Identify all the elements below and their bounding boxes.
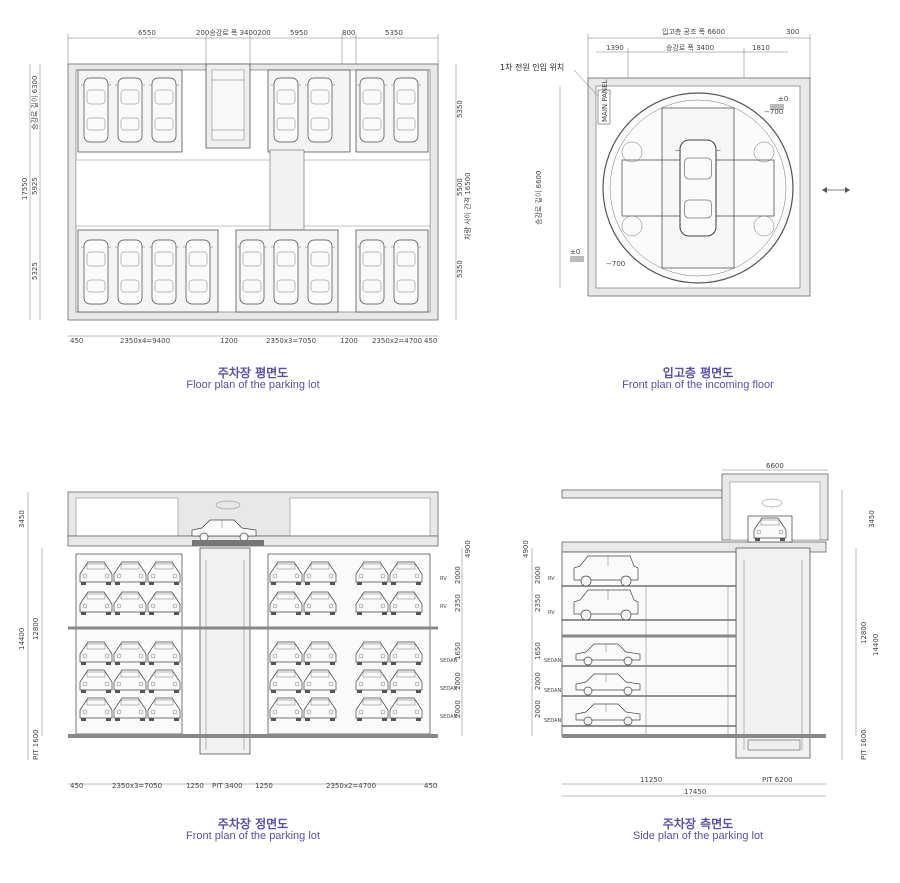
dim-text: 450 <box>70 337 83 345</box>
dim-text: 2350x2=4700 <box>372 337 422 345</box>
dim-text: 1390 <box>606 44 624 52</box>
dim-text: 4900 <box>522 540 530 558</box>
dim-text: 2000 <box>534 700 542 718</box>
dim-text: 1810 <box>752 44 770 52</box>
lower-cars <box>80 239 422 305</box>
vehicle-tag: RV <box>440 604 447 610</box>
dim-text: 450 <box>70 782 83 790</box>
dim-text: 차량 사이 간격 16500 <box>463 172 472 240</box>
front-plan-labels: 450 2350x3=7050 1250 PIT 3400 1250 2350x… <box>18 510 472 790</box>
lift-shaft <box>735 547 811 759</box>
dim-text: 6550 <box>138 29 156 37</box>
vehicle-tag: SEDAN <box>544 658 562 664</box>
dim-text: 3450 <box>18 510 26 528</box>
dim-text: 17550 <box>21 178 29 200</box>
side-plan-caption-ko: 주차장 측면도 <box>662 817 734 831</box>
floor-plan-side-dims: 승강로 길이 6300 17550 5925 5325 5350 5500 차량… <box>21 76 472 280</box>
dim-text: PIT 1600 <box>860 729 868 760</box>
dim-text: 3450 <box>868 510 876 528</box>
dim-text: 1650 <box>534 642 542 660</box>
dim-text: 14400 <box>18 628 26 650</box>
dim-text: 2000 <box>454 700 462 718</box>
dim-text: 5925 <box>31 177 39 195</box>
dim-text: 1250 <box>255 782 273 790</box>
floor-plan-bottom-dims: 450 2350x4=9400 1200 2350x3=7050 1200 23… <box>70 337 437 345</box>
level-text: ±0 <box>570 248 580 256</box>
dim-text: 450 <box>424 337 437 345</box>
dim-text: 2350x3=7050 <box>266 337 316 345</box>
vehicle-tag: SEDAN <box>544 718 562 724</box>
dim-text: 12800 <box>32 618 40 640</box>
front-plan-drawing <box>27 491 463 785</box>
dim-text: 2000 <box>534 566 542 584</box>
dim-text: 2350 <box>454 594 462 612</box>
dim-text: 5350 <box>385 29 403 37</box>
dim-text: 200승강로 폭 3400200 <box>196 28 271 37</box>
dim-text: 5950 <box>290 29 308 37</box>
main-panel-label: MAIN PANEL <box>601 79 609 122</box>
dim-text: 5350 <box>456 100 464 118</box>
vehicle-tag: RV <box>548 610 555 616</box>
dim-text: 1650 <box>454 642 462 660</box>
front-plan-caption-en: Front plan of the parking lot <box>186 830 320 842</box>
vehicle-tag: SEDAN <box>440 714 458 720</box>
level-text: −700 <box>764 108 783 116</box>
dim-text: 450 <box>424 782 437 790</box>
dim-text: 승강로 길이 6600 <box>534 171 543 225</box>
vehicle-tag: SEDAN <box>544 688 562 694</box>
lift-shaft <box>199 547 251 755</box>
front-plan-caption-ko: 주차장 정면도 <box>217 817 289 831</box>
floor-plan-caption-en: Floor plan of the parking lot <box>186 379 320 391</box>
dim-text: 1200 <box>220 337 238 345</box>
dim-text: PIT 3400 <box>212 782 243 790</box>
dim-text: 승강로 폭 3400 <box>666 43 714 52</box>
floor-plan-caption-ko: 주차장 평면도 <box>217 366 289 380</box>
floor-plan-drawing <box>29 34 457 337</box>
dim-text: 4900 <box>464 540 472 558</box>
dim-text: 5325 <box>31 262 39 280</box>
dim-text: 2350x2=4700 <box>326 782 376 790</box>
incoming-floor-drawing: MAIN PANEL <box>559 34 850 297</box>
dim-text: 300 <box>786 28 799 36</box>
incoming-floor-caption-ko: 입고층 평면도 <box>662 366 734 380</box>
vehicle-tag: RV <box>548 576 555 582</box>
level-text: −700 <box>606 260 625 268</box>
side-plan-caption-en: Side plan of the parking lot <box>632 830 764 842</box>
transfer-lane <box>269 149 305 231</box>
dim-text: 6600 <box>766 462 784 470</box>
dim-text: 2000 <box>454 672 462 690</box>
side-plan-labels: 6600 11250 PIT 6200 17450 3450 12800 144… <box>522 462 880 796</box>
dim-text: 5500 <box>456 178 464 196</box>
dim-text: 2350x4=9400 <box>120 337 170 345</box>
vehicle-tag: SEDAN <box>440 686 458 692</box>
vehicle-tag: RV <box>440 576 447 582</box>
power-inlet-label: 1차 전원 인입 위치 <box>500 62 564 72</box>
dim-text: 11250 <box>640 776 662 784</box>
floor-plan-top-dims: 6550 200승강로 폭 3400200 5950 800 5350 <box>138 28 403 37</box>
dim-text: 입고층 공조 폭 6600 <box>662 27 725 36</box>
dim-text: 2350x3=7050 <box>112 782 162 790</box>
dim-text: 12800 <box>860 622 868 644</box>
dim-text: 승강로 길이 6300 <box>30 76 39 130</box>
front-lower-cars <box>79 641 423 722</box>
dim-text: 1200 <box>340 337 358 345</box>
dim-text: 17450 <box>684 788 706 796</box>
dim-text: 800 <box>342 29 355 37</box>
dim-text: 2000 <box>534 672 542 690</box>
vehicle-tag: SEDAN <box>440 658 458 664</box>
incoming-floor-labels: 입고층 공조 폭 6600 300 1390 승강로 폭 3400 1810 1… <box>500 27 799 268</box>
dim-text: 5350 <box>456 260 464 278</box>
dim-text: 2000 <box>454 566 462 584</box>
dim-text: 14400 <box>872 634 880 656</box>
dim-text: PIT 1600 <box>32 729 40 760</box>
incoming-floor-caption-en: Front plan of the incoming floor <box>622 379 774 391</box>
level-text: ±0 <box>778 95 788 103</box>
dim-text: 2350 <box>534 594 542 612</box>
side-plan-drawing <box>531 469 857 797</box>
dim-text: PIT 6200 <box>762 776 793 784</box>
dim-text: 1250 <box>186 782 204 790</box>
